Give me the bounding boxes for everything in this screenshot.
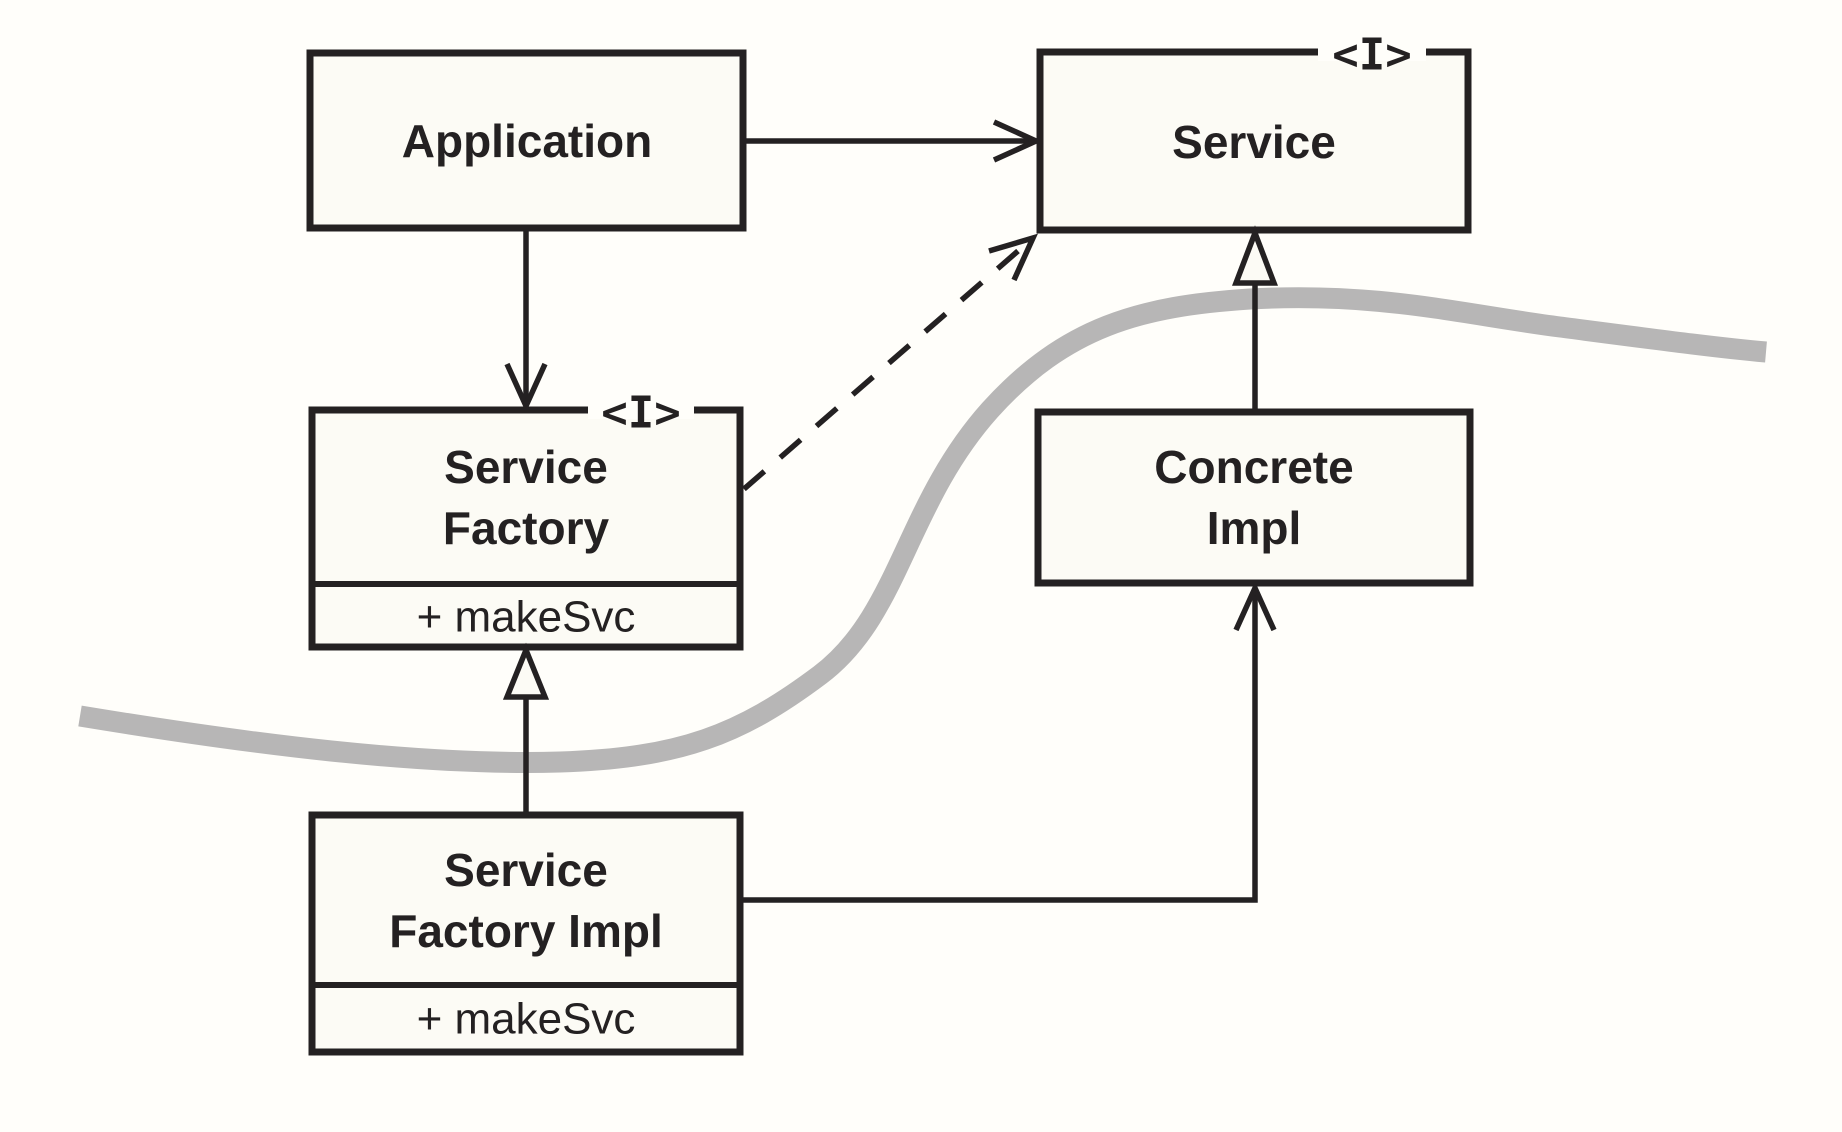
hollow-triangle-arrowhead [1232,225,1278,286]
service-factory-impl-method-makesvc: + makeSvc [417,995,636,1044]
edge-service-factory-creates-service [742,233,1038,492]
service-factory-label-line2: Factory [443,502,610,554]
edge-application-uses-service [743,119,1043,163]
class-service-factory: <I> Service Factory + makeSvc [308,388,744,651]
service-factory-box [308,406,744,651]
architecture-boundary-curve [78,287,1767,773]
class-application: Application [306,49,747,232]
service-label: Service [1172,116,1336,168]
open-arrowhead [988,233,1038,282]
class-concrete-impl: Concrete Impl [1034,408,1474,587]
class-service: <I> Service [1036,30,1472,234]
service-factory-impl-box [308,811,744,1056]
open-arrowhead [992,119,1043,163]
concrete-impl-label-line1: Concrete [1154,441,1353,493]
service-factory-interface-stereotype: <I> [601,388,680,439]
edge-concrete-impl-implements-service [1232,225,1278,412]
class-service-factory-impl: Service Factory Impl + makeSvc [308,811,744,1056]
edge-service-factory-impl-implements-service-factory [502,642,550,815]
service-interface-stereotype: <I> [1332,30,1411,81]
stereotype-border-gap [588,402,694,419]
service-factory-impl-label-line1: Service [444,844,608,896]
open-arrowhead [504,362,548,413]
service-factory-impl-label-line2: Factory Impl [389,905,663,957]
application-label: Application [402,115,652,167]
open-arrowhead [1233,581,1277,632]
edge-application-uses-service-factory [504,228,548,413]
service-factory-method-makesvc: + makeSvc [417,593,636,642]
stereotype-border-gap [1318,44,1426,61]
service-factory-label-line1: Service [444,441,608,493]
service-factory-service-dashed-line [742,248,1020,492]
hollow-triangle-arrowhead [502,642,550,700]
concrete-impl-label-line2: Impl [1207,502,1302,554]
service-factory-impl-concrete-impl-line [740,592,1258,903]
edge-service-factory-impl-creates-concrete-impl [740,581,1277,903]
concrete-impl-box [1034,408,1474,587]
